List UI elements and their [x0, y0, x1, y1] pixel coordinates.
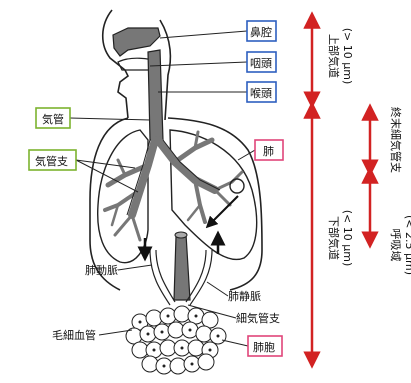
pulmonary-vein-label: 肺静脈 [228, 289, 261, 303]
upper-airway-label: 上部気道 [327, 34, 341, 78]
bronchus-label: 気管支 [35, 154, 68, 168]
pulmonary-artery-label: 肺動脈 [85, 263, 118, 277]
alveolus-label: 肺胞 [253, 341, 275, 354]
larynx-label: 喉頭 [250, 87, 272, 100]
alveolus-zoom-origin [230, 179, 244, 193]
respiratory-region-size: (< 2.5 µm) [403, 215, 411, 275]
respiratory-region-label: 呼吸域 [389, 229, 402, 262]
upper-airway-size: (> 10 µm) [341, 28, 354, 85]
lower-airway-label: 下部気道 [327, 216, 341, 260]
bronchiole-label: 細気管支 [236, 311, 280, 325]
nasal-cavity-label: 鼻腔 [250, 25, 272, 39]
trachea-shape [148, 50, 163, 140]
head-outline [103, 10, 128, 118]
capillary-label: 毛細血管 [52, 328, 96, 342]
lung-label: 肺 [263, 145, 274, 158]
terminal-bronchiole-label: 終末細気管支 [389, 107, 403, 173]
pharynx-label: 咽頭 [250, 57, 272, 70]
lower-airway-size: (< 10 µm) [341, 210, 354, 267]
trachea-label: 気管 [42, 112, 64, 126]
